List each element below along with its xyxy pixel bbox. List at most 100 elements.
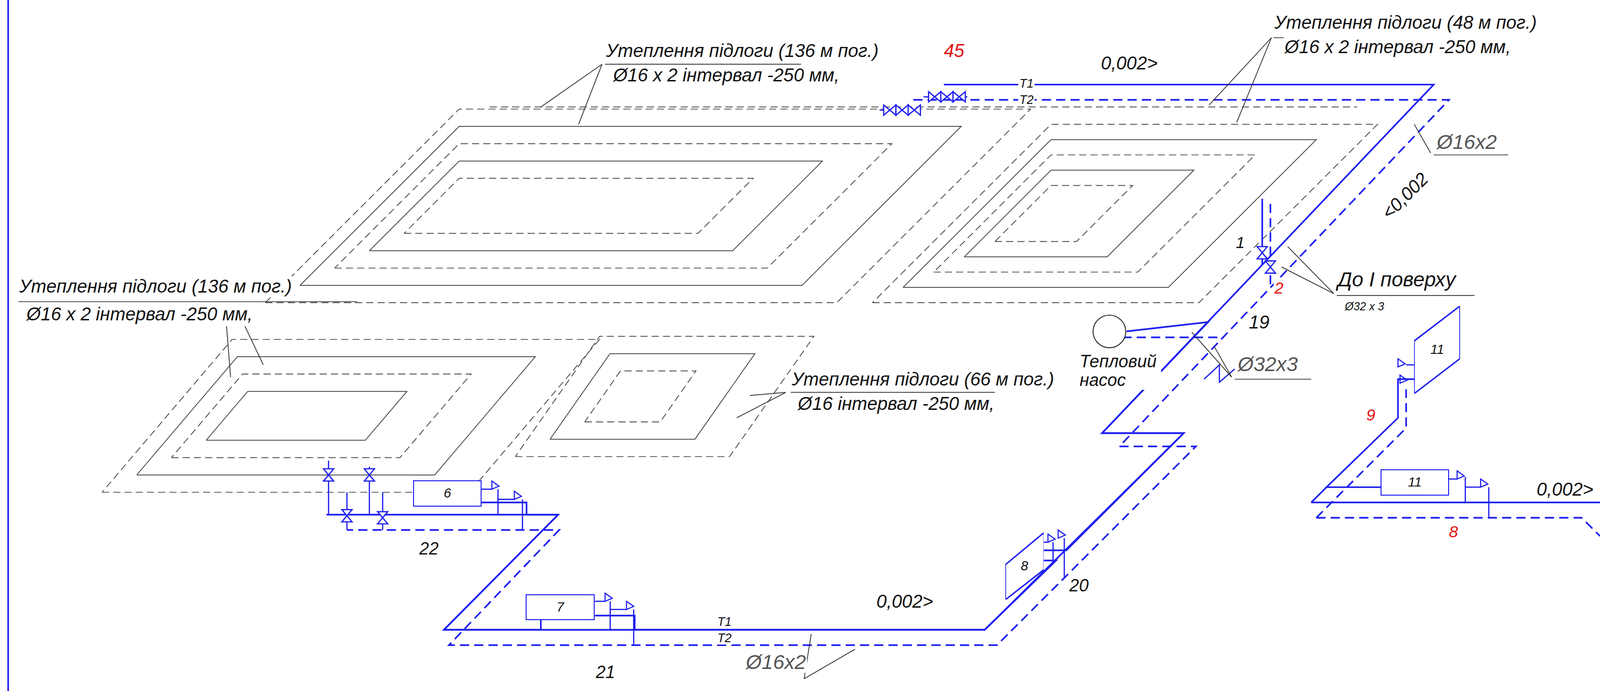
drawing-label: Ø16 x 2 інтервал -250 мм, xyxy=(612,65,841,86)
heating-loop xyxy=(136,356,536,476)
heat-pump: Тепловий насос xyxy=(1071,315,1184,387)
drawing-label: 9 xyxy=(1365,406,1377,425)
drawing-label: 22 xyxy=(418,539,440,559)
pipe-offset xyxy=(1204,365,1235,383)
leader-line xyxy=(1214,346,1232,378)
underline xyxy=(18,301,357,303)
pipe-connector xyxy=(594,561,1057,631)
drawing-label: T1 xyxy=(716,615,733,629)
drawing-label: Ø32x3 xyxy=(1236,353,1299,376)
stub-pipe xyxy=(481,488,492,491)
valve-symbol xyxy=(908,104,921,116)
drawing-label: T2 xyxy=(716,631,733,645)
stub-pipe xyxy=(1465,486,1481,489)
heating-loop xyxy=(265,109,1031,303)
valve-symbol xyxy=(1265,261,1276,274)
stub-pipe xyxy=(1063,538,1066,579)
stub-pipe xyxy=(594,600,605,603)
drawing-label: Ø16x2 xyxy=(745,651,807,674)
drawing-label: Утеплення підлоги (66 м пог.) xyxy=(790,369,1055,390)
heating-loop xyxy=(994,185,1133,242)
stub-pipe xyxy=(1464,477,1467,503)
heating-loop xyxy=(872,124,1378,303)
return-pipe xyxy=(1122,336,1224,339)
pipe-connector xyxy=(1043,322,1209,552)
underline xyxy=(1234,379,1312,380)
air-vent-symbol xyxy=(514,491,522,500)
drawing-label: 45 xyxy=(943,40,966,61)
supply-pipe xyxy=(1311,487,1327,503)
item-number: 11 xyxy=(1407,475,1422,490)
underline xyxy=(1336,295,1475,297)
heating-loop xyxy=(299,126,962,286)
item-number: 7 xyxy=(556,600,564,615)
supply-pipe xyxy=(326,84,1434,631)
drawing-label: T2 xyxy=(1018,92,1035,107)
leader-line xyxy=(1414,124,1431,154)
air-vent-symbol xyxy=(1457,471,1465,480)
radiator-box: 6 xyxy=(413,480,482,507)
drawing-label: 0,002> xyxy=(875,591,934,612)
valve-symbol xyxy=(364,469,375,482)
heating-loop xyxy=(550,354,756,440)
pump-circle xyxy=(1092,314,1127,349)
drawing-label: Утеплення підлоги (136 м пог.) xyxy=(605,40,880,61)
valve-symbol xyxy=(1257,246,1268,260)
leader-line xyxy=(736,392,786,418)
drawing-label: 2 xyxy=(1273,279,1285,298)
leader-line xyxy=(1208,37,1272,105)
air-vent-symbol xyxy=(1047,534,1056,543)
air-vent-symbol xyxy=(1480,479,1488,488)
drawing-label: 0,002> xyxy=(1100,53,1159,74)
air-vent-symbol xyxy=(626,601,634,611)
heating-loop xyxy=(403,178,753,234)
valve-symbol xyxy=(883,104,897,116)
leader-line xyxy=(244,326,264,366)
underline xyxy=(1433,154,1508,156)
drawing-label: Ø16 x 2 інтервал -250 мм, xyxy=(25,304,254,325)
drawing-label: Ø16x2 xyxy=(1435,130,1498,154)
valve-symbol xyxy=(953,92,966,103)
item-number: 8 xyxy=(1020,559,1028,574)
radiator-box: 8 xyxy=(1005,532,1045,601)
heating-loop xyxy=(102,339,600,493)
stub-pipe xyxy=(1405,364,1415,367)
valve-symbol xyxy=(896,104,909,116)
drawing-label: <0,002 xyxy=(1377,167,1433,224)
radiator-box: 11 xyxy=(1380,469,1450,496)
leader-line xyxy=(1287,246,1334,294)
leader-line xyxy=(804,649,855,680)
leader-line xyxy=(1191,332,1232,378)
underline xyxy=(790,392,995,394)
air-vent-symbol xyxy=(1397,358,1405,368)
leader-line xyxy=(1281,267,1335,294)
item-number: 11 xyxy=(1430,342,1445,357)
drawing-label: Ø16 інтервал -250 мм, xyxy=(796,393,996,415)
drawing-label: Ø16 x 2 інтервал -250 мм, xyxy=(1283,36,1512,58)
air-vent-symbol xyxy=(1058,530,1066,539)
heating-loop xyxy=(933,155,1255,273)
leader-line xyxy=(578,64,602,125)
heating-loop xyxy=(206,391,407,441)
drawing-label: T1 xyxy=(1018,76,1035,91)
radiator-box: 11 xyxy=(1414,306,1461,394)
valve-symbol xyxy=(940,92,954,103)
leader-line xyxy=(226,326,231,378)
heating-loop xyxy=(334,143,892,269)
heating-loop xyxy=(369,161,823,251)
air-vent-symbol xyxy=(491,481,499,490)
leader-line xyxy=(1236,37,1272,123)
drawing-label: Ø32 x 3 xyxy=(1344,300,1386,314)
drawing-label: Утеплення підлоги (136 м пог.) xyxy=(18,276,293,297)
radiator-box: 7 xyxy=(525,594,596,621)
drawing-label: 0,002> xyxy=(1535,479,1595,500)
item-number: 6 xyxy=(443,486,451,501)
valve-symbol xyxy=(377,511,388,525)
radiator-outline xyxy=(1414,306,1461,394)
stub-pipe xyxy=(1488,487,1490,518)
heating-loop xyxy=(584,371,696,423)
heating-loop xyxy=(903,139,1317,288)
equipment-label: Тепловий насос xyxy=(1079,352,1162,391)
